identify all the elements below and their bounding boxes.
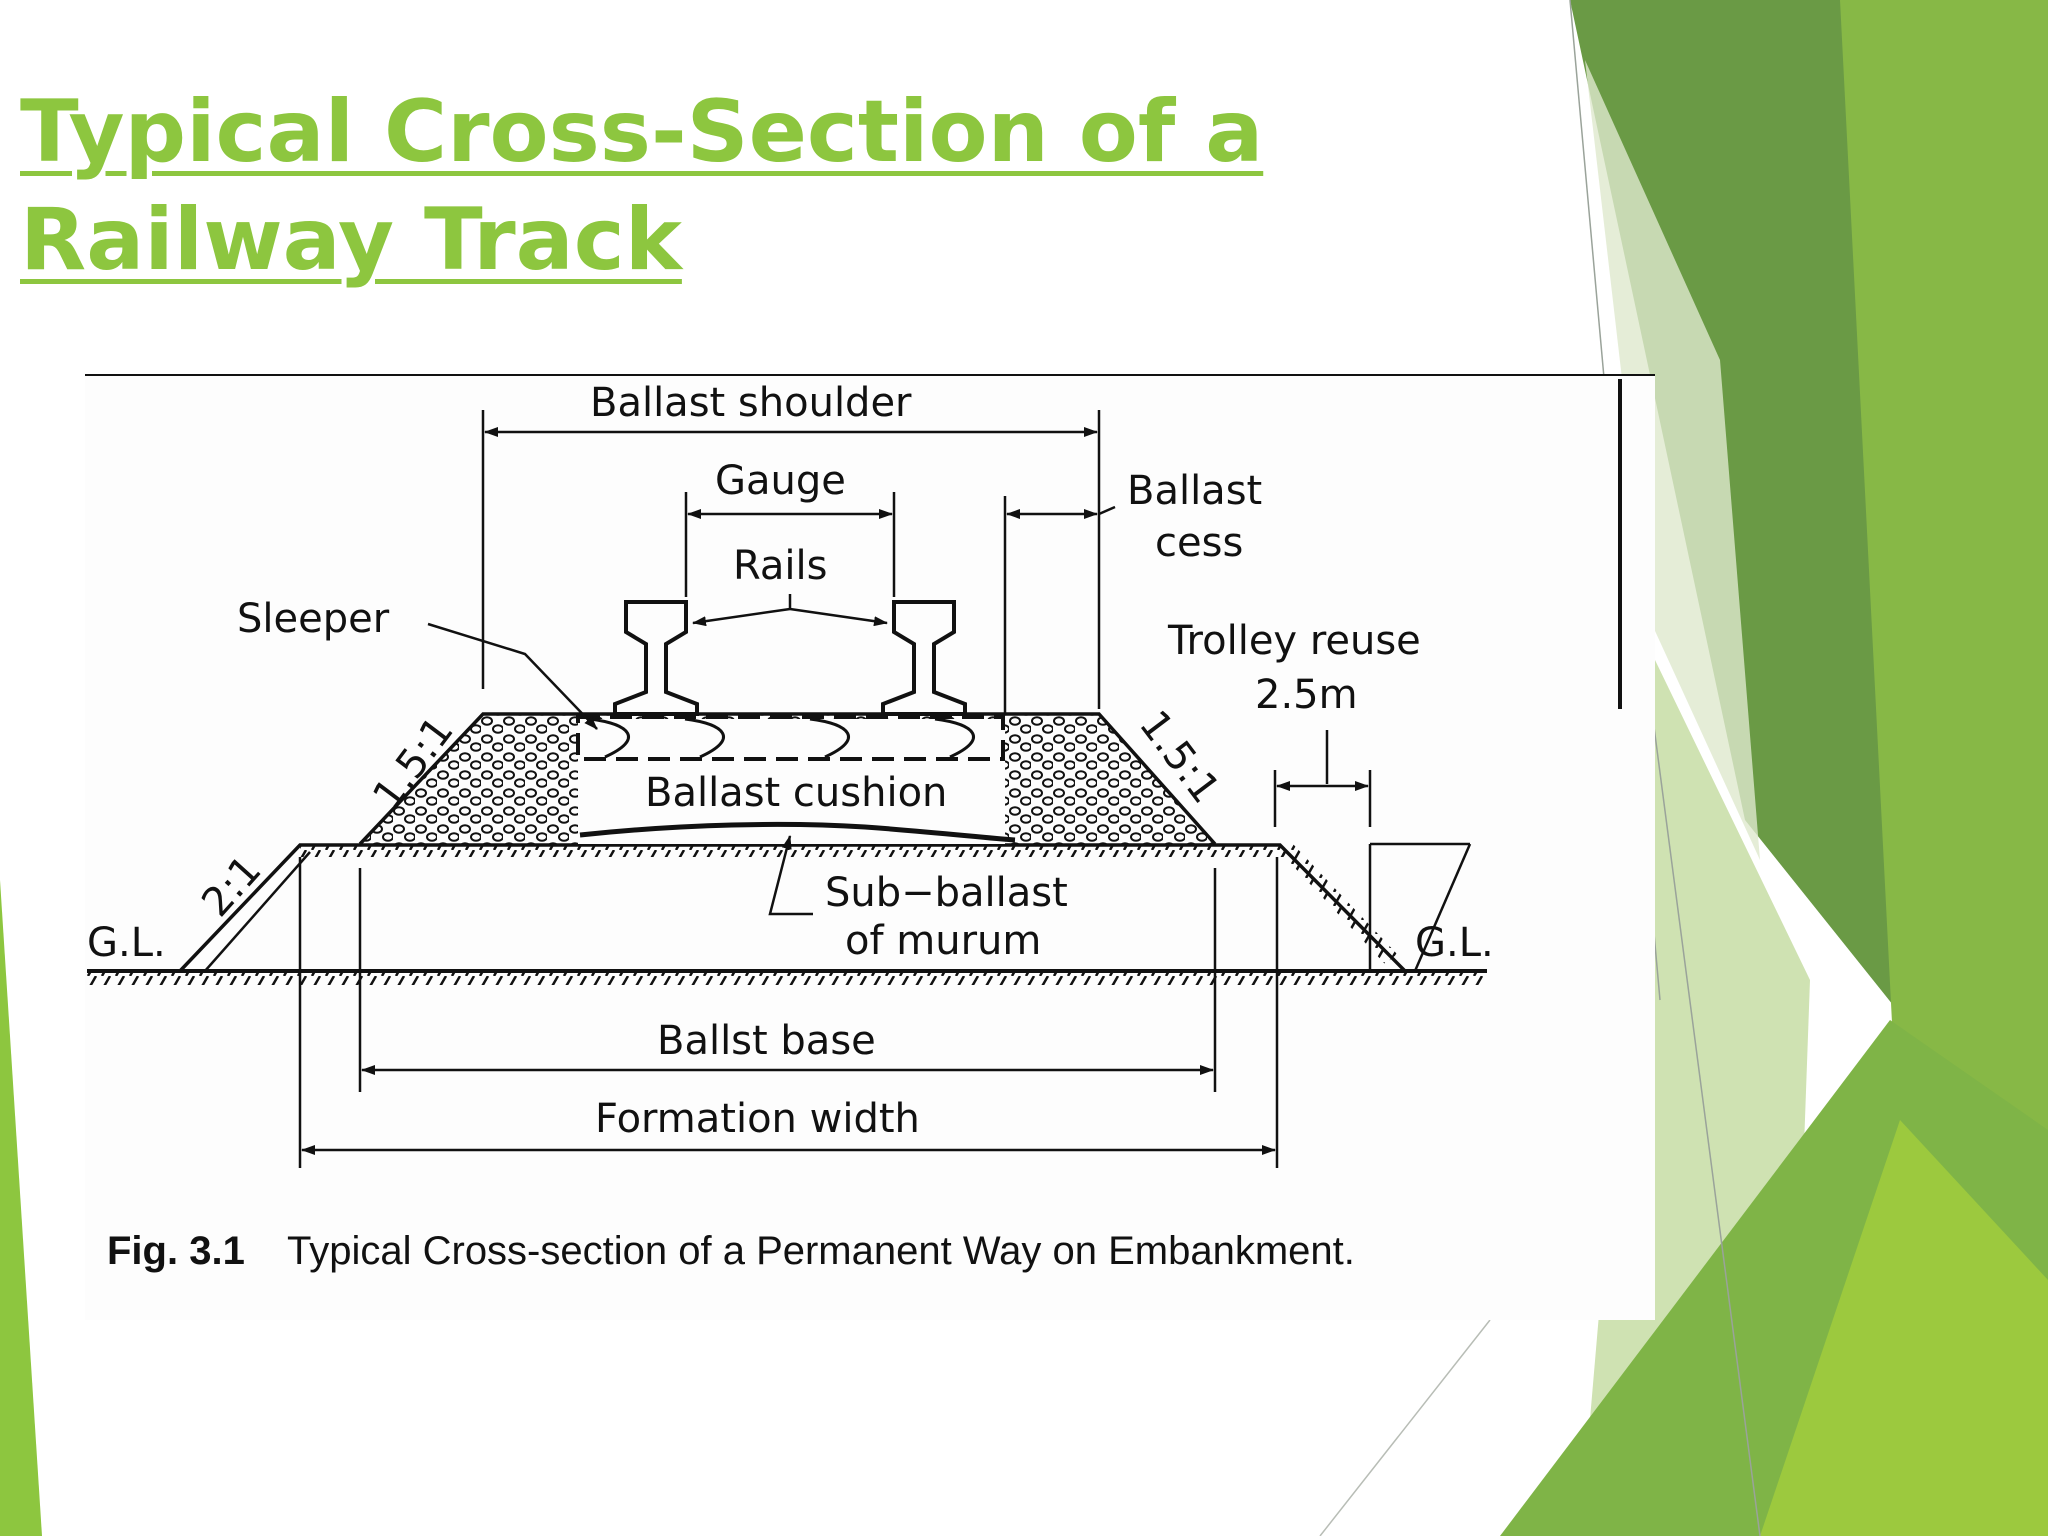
ballast-cess-leader [1098, 505, 1116, 516]
label-ballast-shoulder: Ballast shoulder [590, 380, 912, 426]
deco-left-green-shape [0, 880, 42, 1536]
trolley-refuge-slope [1413, 843, 1472, 972]
label-gl-left: G.L. [87, 920, 166, 966]
deco-right-light-shape [1585, 60, 1760, 860]
embankment-slope-hatch-right [1280, 843, 1397, 964]
label-formation-width: Formation width [595, 1096, 920, 1142]
label-sub-ballast-line1: Sub−ballast [825, 870, 1068, 916]
rail-right-icon [881, 600, 967, 716]
sleeper-stroke-4 [934, 717, 975, 759]
label-sub-ballast-line2: of murum [845, 918, 1041, 964]
deco-bottom-bright-shape [1760, 1120, 2048, 1536]
rails-pointer-left [692, 607, 791, 627]
sleeper-leader [427, 622, 598, 730]
sub-ballast-layer [579, 821, 1016, 843]
label-ballast-cushion: Ballast cushion [645, 770, 947, 816]
label-gl-right: G.L. [1415, 920, 1494, 966]
ballast-outline [358, 712, 1217, 846]
rails-pointer-right [789, 607, 888, 627]
label-ballast-cess-line1: Ballast [1127, 468, 1262, 514]
label-gauge: Gauge [715, 458, 846, 504]
figure-drawing [85, 374, 1655, 1168]
rail-left-icon [613, 600, 699, 716]
figure-panel: Ballast shoulder Gauge Rails Ballast ces… [85, 374, 1655, 1320]
label-trolley-reuse: Trolley reuse [1167, 618, 1421, 664]
label-ballast-cess-line2: cess [1155, 520, 1243, 566]
cross-section-figure: Ballast shoulder Gauge Rails Ballast ces… [85, 374, 1655, 1273]
sleeper-stroke-2 [684, 717, 725, 759]
embankment-outline [178, 843, 1407, 973]
figure-caption-number: Fig. 3.1 [107, 1229, 245, 1273]
label-slope-embankment: 2:1 [193, 847, 270, 926]
deco-thin-line-3 [1319, 1319, 1491, 1536]
sub-ballast-leader [768, 835, 813, 916]
label-sleeper: Sleeper [237, 596, 390, 642]
deco-thin-line-2 [1639, 619, 1761, 1536]
sleeper-outline [576, 715, 1005, 761]
embankment-inner-slope-left [204, 851, 311, 972]
ground-hatch [87, 971, 1487, 985]
sleeper-stroke-3 [809, 717, 850, 759]
ballast-cushion-area [578, 719, 1005, 844]
slide-title: Typical Cross-Section of a Railway Track [20, 82, 1264, 290]
label-rails: Rails [733, 543, 828, 589]
sleeper-stroke-1 [589, 717, 630, 759]
formation-hatch [300, 845, 1290, 857]
label-ballast-base: Ballst base [657, 1018, 876, 1064]
label-trolley-width: 2.5m [1255, 672, 1358, 718]
figure-caption-text: Typical Cross-section of a Permanent Way… [287, 1229, 1355, 1273]
